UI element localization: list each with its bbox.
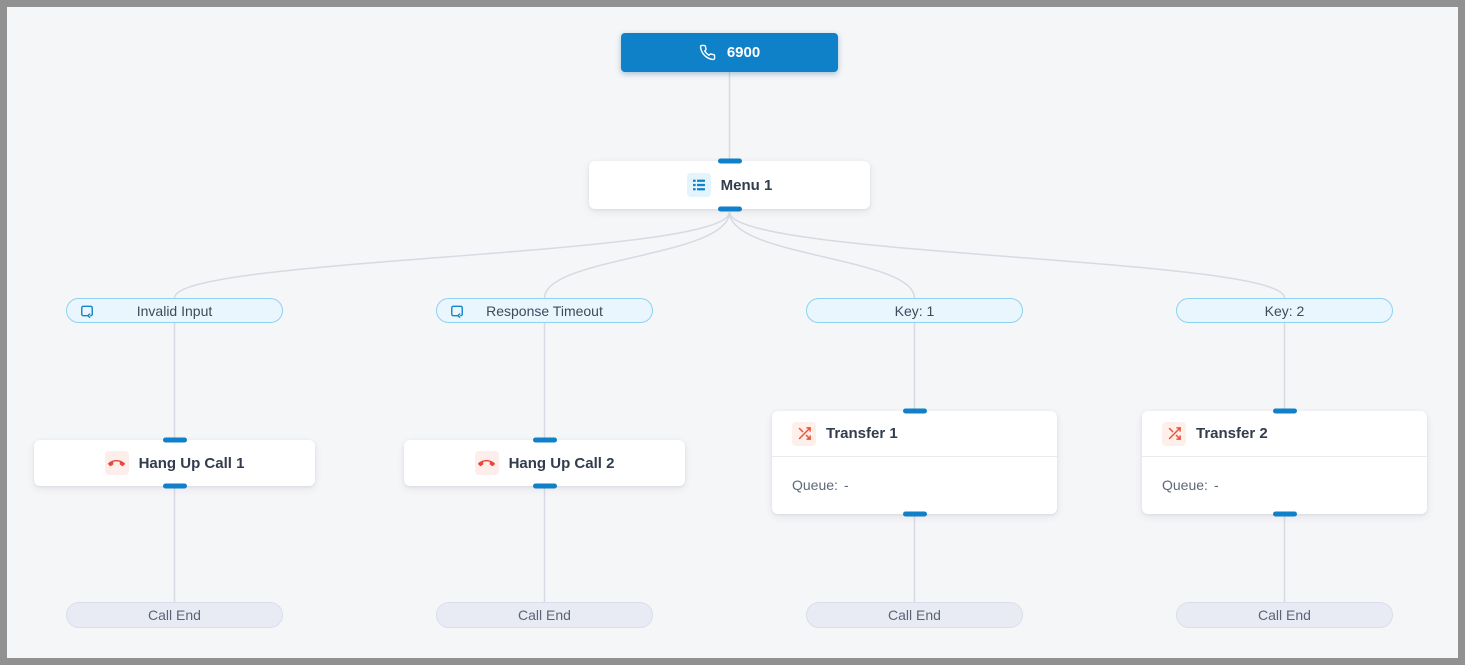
branch-invalid-input: Invalid Input (66, 298, 283, 323)
hangup-icon (104, 451, 129, 475)
branch-response-timeout: Response Timeout (436, 298, 653, 323)
transfer-1-port-out (902, 511, 927, 517)
transfer-1-port-in (902, 408, 927, 414)
call-end-label: Call End (888, 607, 941, 623)
branch-label: Response Timeout (486, 302, 603, 319)
call-end-label: Call End (148, 607, 201, 623)
shuffle-icon (1162, 421, 1186, 446)
call-end-label: Call End (518, 607, 571, 623)
repeat-icon (450, 304, 464, 318)
transfer-2-detail: Queue: - (1142, 457, 1427, 513)
call-end-pill: Call End (66, 602, 283, 628)
transfer-1-header: Transfer 1 (772, 411, 1057, 457)
branch-label: Key: 2 (1264, 302, 1305, 319)
hangup-call-1-node[interactable]: Hang Up Call 1 (34, 440, 315, 486)
transfer-1-detail: Queue: - (772, 457, 1057, 513)
menu-port-in (717, 158, 742, 164)
queue-value: - (843, 477, 849, 493)
hangup-call-2-label: Hang Up Call 2 (508, 454, 615, 472)
hangup-1-port-in (162, 437, 187, 443)
hangup-icon (474, 451, 499, 475)
hangup-call-2-node[interactable]: Hang Up Call 2 (404, 440, 685, 486)
hangup-2-port-in (532, 437, 557, 443)
branch-key-1: Key: 1 (806, 298, 1023, 323)
transfer-1-label: Transfer 1 (826, 425, 898, 442)
menu-node[interactable]: Menu 1 (589, 161, 870, 209)
shuffle-icon (792, 421, 816, 446)
branch-label: Invalid Input (136, 302, 213, 319)
branch-label: Key: 1 (894, 302, 935, 319)
call-end-label: Call End (1258, 607, 1311, 623)
queue-label: Queue: (1162, 477, 1208, 493)
transfer-1-node[interactable]: Transfer 1 Queue: - (772, 411, 1057, 514)
queue-label: Queue: (792, 477, 838, 493)
phone-icon (699, 44, 716, 61)
repeat-icon (80, 304, 94, 318)
menu-port-out (717, 206, 742, 212)
hangup-1-port-out (162, 483, 187, 489)
branch-key-2: Key: 2 (1176, 298, 1393, 323)
transfer-2-node[interactable]: Transfer 2 Queue: - (1142, 411, 1427, 514)
hangup-call-1-label: Hang Up Call 1 (138, 454, 245, 472)
call-end-pill: Call End (436, 602, 653, 628)
transfer-2-label: Transfer 2 (1196, 425, 1268, 442)
transfer-2-port-out (1272, 511, 1297, 517)
hangup-2-port-out (532, 483, 557, 489)
transfer-2-header: Transfer 2 (1142, 411, 1427, 457)
call-end-pill: Call End (1176, 602, 1393, 628)
menu-list-icon (686, 173, 711, 197)
entry-number-node[interactable]: 6900 (621, 33, 838, 72)
call-end-pill: Call End (806, 602, 1023, 628)
entry-number-label: 6900 (726, 44, 761, 61)
queue-value: - (1213, 477, 1219, 493)
connector-lines (173, 72, 1286, 602)
transfer-2-port-in (1272, 408, 1297, 414)
menu-node-label: Menu 1 (720, 176, 773, 194)
